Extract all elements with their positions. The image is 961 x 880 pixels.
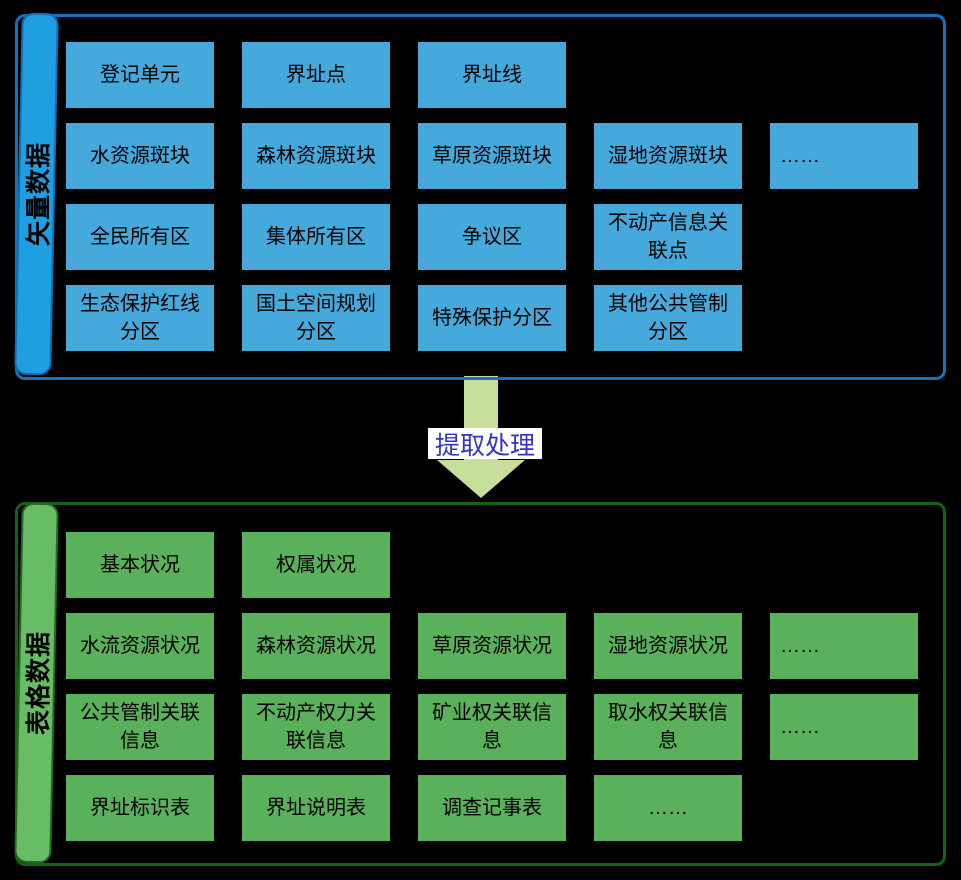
table-box-boundary-description-table: 界址说明表 bbox=[242, 775, 390, 841]
vector-box-special-protection-zone: 特殊保护分区 bbox=[418, 285, 566, 351]
vector-box-boundary-line: 界址线 bbox=[418, 42, 566, 108]
table-box-basic-status: 基本状况 bbox=[66, 532, 214, 598]
vector-box-boundary-point: 界址点 bbox=[242, 42, 390, 108]
table-row-1: 基本状况 权属状况 bbox=[66, 532, 918, 598]
vector-row-2: 水资源斑块 森林资源斑块 草原资源斑块 湿地资源斑块 …… bbox=[66, 123, 918, 189]
vector-box-forest-resource-patch: 森林资源斑块 bbox=[242, 123, 390, 189]
vector-row-1: 登记单元 界址点 界址线 bbox=[66, 42, 918, 108]
vector-row-3: 全民所有区 集体所有区 争议区 不动产信息关 联点 bbox=[66, 204, 918, 270]
table-row-4: 界址标识表 界址说明表 调查记事表 …… bbox=[66, 775, 918, 841]
table-box-survey-record-table: 调查记事表 bbox=[418, 775, 566, 841]
table-box-forest-status: 森林资源状况 bbox=[242, 613, 390, 679]
vector-box-realestate-info-link-point: 不动产信息关 联点 bbox=[594, 204, 742, 270]
table-box-grid: 基本状况 权属状况 水流资源状况 森林资源状况 草原资源状况 湿地资源状况 ……… bbox=[66, 532, 918, 856]
vector-box-ecological-redline-zone: 生态保护红线 分区 bbox=[66, 285, 214, 351]
down-arrow-head-icon bbox=[437, 460, 525, 498]
table-box-mining-right-link-info: 矿业权关联信 息 bbox=[418, 694, 566, 760]
vector-box-wetland-resource-patch: 湿地资源斑块 bbox=[594, 123, 742, 189]
arrow-process-label: 提取处理 bbox=[428, 428, 542, 460]
vector-box-water-resource-patch: 水资源斑块 bbox=[66, 123, 214, 189]
vector-box-ellipsis: …… bbox=[770, 123, 918, 189]
table-box-water-flow-status: 水流资源状况 bbox=[66, 613, 214, 679]
vector-box-grid: 登记单元 界址点 界址线 水资源斑块 森林资源斑块 草原资源斑块 湿地资源斑块 … bbox=[66, 42, 918, 366]
vector-box-territorial-planning-zone: 国土空间规划 分区 bbox=[242, 285, 390, 351]
vector-row-4: 生态保护红线 分区 国土空间规划 分区 特殊保护分区 其他公共管制 分区 bbox=[66, 285, 918, 351]
vector-box-grassland-resource-patch: 草原资源斑块 bbox=[418, 123, 566, 189]
table-row-2: 水流资源状况 森林资源状况 草原资源状况 湿地资源状况 …… bbox=[66, 613, 918, 679]
vector-box-collective-owned-area: 集体所有区 bbox=[242, 204, 390, 270]
vector-data-panel: 登记单元 界址点 界址线 水资源斑块 森林资源斑块 草原资源斑块 湿地资源斑块 … bbox=[15, 14, 946, 380]
table-data-panel: 基本状况 权属状况 水流资源状况 森林资源状况 草原资源状况 湿地资源状况 ……… bbox=[15, 502, 946, 866]
vector-box-other-public-control-zone: 其他公共管制 分区 bbox=[594, 285, 742, 351]
vector-sidebar-label: 矢量数据 bbox=[24, 141, 53, 247]
table-box-public-control-link-info: 公共管制关联 信息 bbox=[66, 694, 214, 760]
table-sidebar-label: 表格数据 bbox=[24, 630, 53, 736]
vector-box-disputed-area: 争议区 bbox=[418, 204, 566, 270]
table-row-3: 公共管制关联 信息 不动产权力关 联信息 矿业权关联信 息 取水权关联信 息 …… bbox=[66, 694, 918, 760]
table-box-ellipsis-row3: …… bbox=[770, 694, 918, 760]
vector-box-state-owned-area: 全民所有区 bbox=[66, 204, 214, 270]
table-box-water-right-link-info: 取水权关联信 息 bbox=[594, 694, 742, 760]
table-box-ellipsis-row4: …… bbox=[594, 775, 742, 841]
table-box-realestate-right-link-info: 不动产权力关 联信息 bbox=[242, 694, 390, 760]
table-box-ownership-status: 权属状况 bbox=[242, 532, 390, 598]
table-box-grassland-status: 草原资源状况 bbox=[418, 613, 566, 679]
table-box-boundary-mark-table: 界址标识表 bbox=[66, 775, 214, 841]
table-box-ellipsis-row2: …… bbox=[770, 613, 918, 679]
vector-box-registration-unit: 登记单元 bbox=[66, 42, 214, 108]
table-box-wetland-status: 湿地资源状况 bbox=[594, 613, 742, 679]
